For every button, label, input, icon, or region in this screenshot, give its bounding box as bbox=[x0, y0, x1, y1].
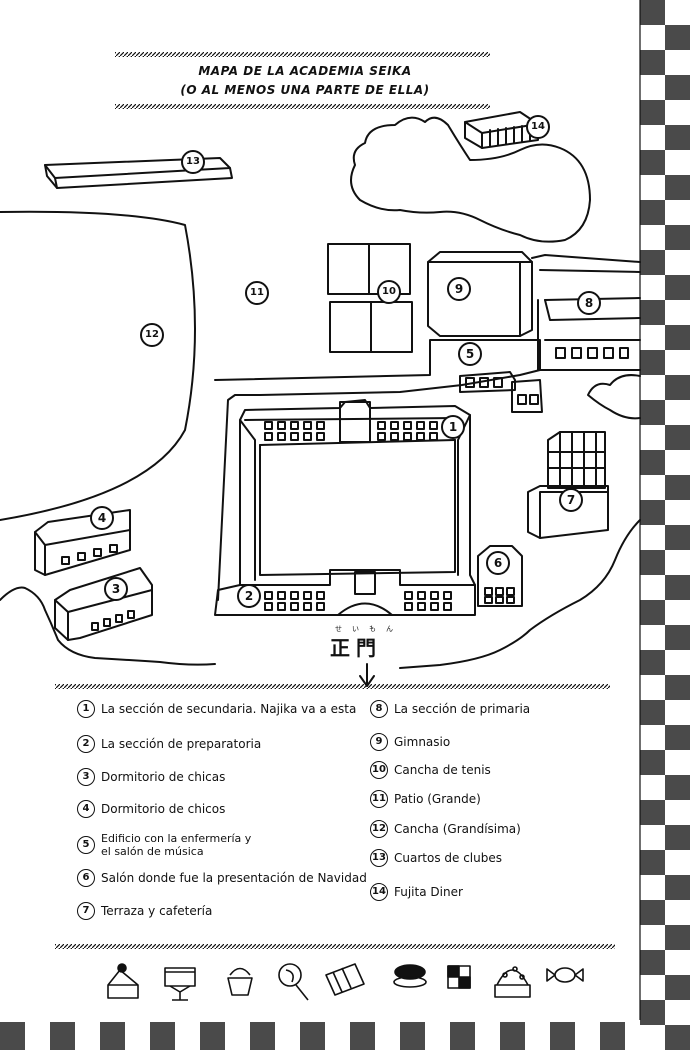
checker-border-bottom bbox=[0, 1022, 625, 1050]
legend-label: Cuartos de clubes bbox=[394, 851, 502, 865]
legend-item-1: 1 La sección de secundaria. Najika va a e… bbox=[77, 700, 356, 718]
legend-label: Dormitorio de chicas bbox=[101, 770, 226, 784]
tennis-courts bbox=[327, 243, 413, 353]
building-boys-dorm bbox=[34, 509, 131, 576]
map-marker-12: 12 bbox=[140, 323, 164, 347]
cupcake-icon bbox=[227, 967, 253, 996]
legend-item-4: 4 Dormitorio de chicos bbox=[77, 800, 225, 818]
legend-number-badge: 3 bbox=[77, 768, 95, 786]
legend-item-7: 7 Terraza y cafetería bbox=[77, 902, 212, 920]
legend-number-badge: 5 bbox=[77, 836, 95, 854]
legend-label: Terraza y cafetería bbox=[101, 904, 213, 918]
legend-label: Gimnasio bbox=[394, 735, 451, 749]
tree-line-right bbox=[587, 374, 641, 420]
legend-item-8: 8 La sección de primaria bbox=[370, 700, 530, 718]
legend-item-11: 11 Patio (Grande) bbox=[370, 790, 481, 808]
legend-label-line2: el salón de música bbox=[101, 845, 204, 858]
legend-label: La sección de secundaria. Najika va a es… bbox=[101, 702, 357, 716]
map-marker-3: 3 bbox=[104, 577, 128, 601]
map-marker-5: 5 bbox=[458, 342, 482, 366]
legend-item-3: 3 Dormitorio de chicas bbox=[77, 768, 225, 786]
legend-label: Cancha de tenis bbox=[394, 763, 491, 777]
map-marker-9: 9 bbox=[447, 277, 471, 301]
building-clubrooms bbox=[44, 157, 233, 189]
legend-label: Patio (Grande) bbox=[394, 792, 481, 806]
legend-number-badge: 10 bbox=[370, 761, 388, 779]
map-subtitle: (O AL MENOS UNA PARTE DE ELLA) bbox=[180, 83, 430, 97]
map-marker-1: 1 bbox=[441, 415, 465, 439]
building-terrace-cafeteria bbox=[527, 431, 609, 539]
legend-item-6: 6 Salón donde fue la presentación de Navi… bbox=[77, 869, 367, 887]
map-title: MAPA DE LA ACADEMIA SEIKA bbox=[198, 64, 412, 78]
map-marker-2: 2 bbox=[237, 584, 261, 608]
legend-number-badge: 13 bbox=[370, 849, 388, 867]
tree-line-left bbox=[0, 586, 216, 666]
legend-rule-bottom bbox=[55, 944, 615, 949]
title-rule-bottom bbox=[115, 104, 490, 109]
building-girls-dorm bbox=[54, 567, 153, 641]
map-marker-7: 7 bbox=[559, 488, 583, 512]
building-primary-section bbox=[531, 254, 641, 371]
legend-number-badge: 14 bbox=[370, 883, 388, 901]
checker-border-right bbox=[640, 0, 690, 1050]
legend-label: Salón donde fue la presentación de Navid… bbox=[101, 871, 367, 885]
gate-arrow bbox=[359, 663, 375, 687]
legend-number-badge: 9 bbox=[370, 733, 388, 751]
candy-icon bbox=[546, 967, 584, 983]
checker-cookie-icon bbox=[447, 965, 471, 989]
legend-label: Dormitorio de chicos bbox=[101, 802, 226, 816]
building-christmas-hall bbox=[477, 545, 523, 607]
legend-label: La sección de primaria bbox=[394, 702, 531, 716]
building-fujita-diner bbox=[464, 111, 539, 149]
legend-number-badge: 4 bbox=[77, 800, 95, 818]
legend-label: La sección de preparatoria bbox=[101, 737, 262, 751]
legend-number-badge: 8 bbox=[370, 700, 388, 718]
legend-item-10: 10 Cancha de tenis bbox=[370, 761, 491, 779]
legend-number-badge: 6 bbox=[77, 869, 95, 887]
legend-number-badge: 11 bbox=[370, 790, 388, 808]
legend-rule-top bbox=[55, 684, 610, 689]
building-gymnasium bbox=[427, 251, 533, 337]
legend-label-line1: Edificio con la enfermería y bbox=[101, 832, 252, 845]
legend-label: Fujita Diner bbox=[394, 885, 463, 899]
map-marker-11: 11 bbox=[245, 281, 269, 305]
decorated-cake-icon bbox=[494, 966, 531, 998]
building-main-quad bbox=[214, 399, 476, 616]
map-marker-4: 4 bbox=[90, 506, 114, 530]
gate-ruby: せいもん bbox=[335, 625, 403, 633]
tree-line-right-lower bbox=[399, 519, 641, 669]
cake-icon bbox=[107, 963, 139, 999]
map-marker-8: 8 bbox=[577, 291, 601, 315]
building-infirmary-music bbox=[459, 371, 543, 413]
legend-item-9: 9 Gimnasio bbox=[370, 733, 450, 751]
map-marker-10: 10 bbox=[377, 280, 401, 304]
legend-number-badge: 2 bbox=[77, 735, 95, 753]
map-marker-14: 14 bbox=[526, 115, 550, 139]
gate-label: 正門 bbox=[330, 636, 382, 660]
legend-label: Cancha (Grandísima) bbox=[394, 822, 521, 836]
map-marker-13: 13 bbox=[181, 150, 205, 174]
legend-number-badge: 12 bbox=[370, 820, 388, 838]
map-marker-6: 6 bbox=[486, 551, 510, 575]
title-rule-top bbox=[115, 52, 490, 57]
legend-item-12: 12 Cancha (Grandísima) bbox=[370, 820, 521, 838]
legend-item-13: 13 Cuartos de clubes bbox=[370, 849, 502, 867]
legend-item-2: 2 La sección de preparatoria bbox=[77, 735, 261, 753]
walkway bbox=[214, 339, 541, 601]
legend-number-badge: 7 bbox=[77, 902, 95, 920]
field-grandisima bbox=[0, 210, 196, 521]
lollipop-icon bbox=[278, 963, 309, 1001]
tree-cluster-top bbox=[350, 116, 591, 243]
macaron-icon bbox=[393, 964, 427, 988]
legend-item-14: 14 Fujita Diner bbox=[370, 883, 463, 901]
legend-number-badge: 1 bbox=[77, 700, 95, 718]
parfait-icon bbox=[164, 967, 196, 1001]
chocolate-bar-icon bbox=[325, 963, 365, 996]
